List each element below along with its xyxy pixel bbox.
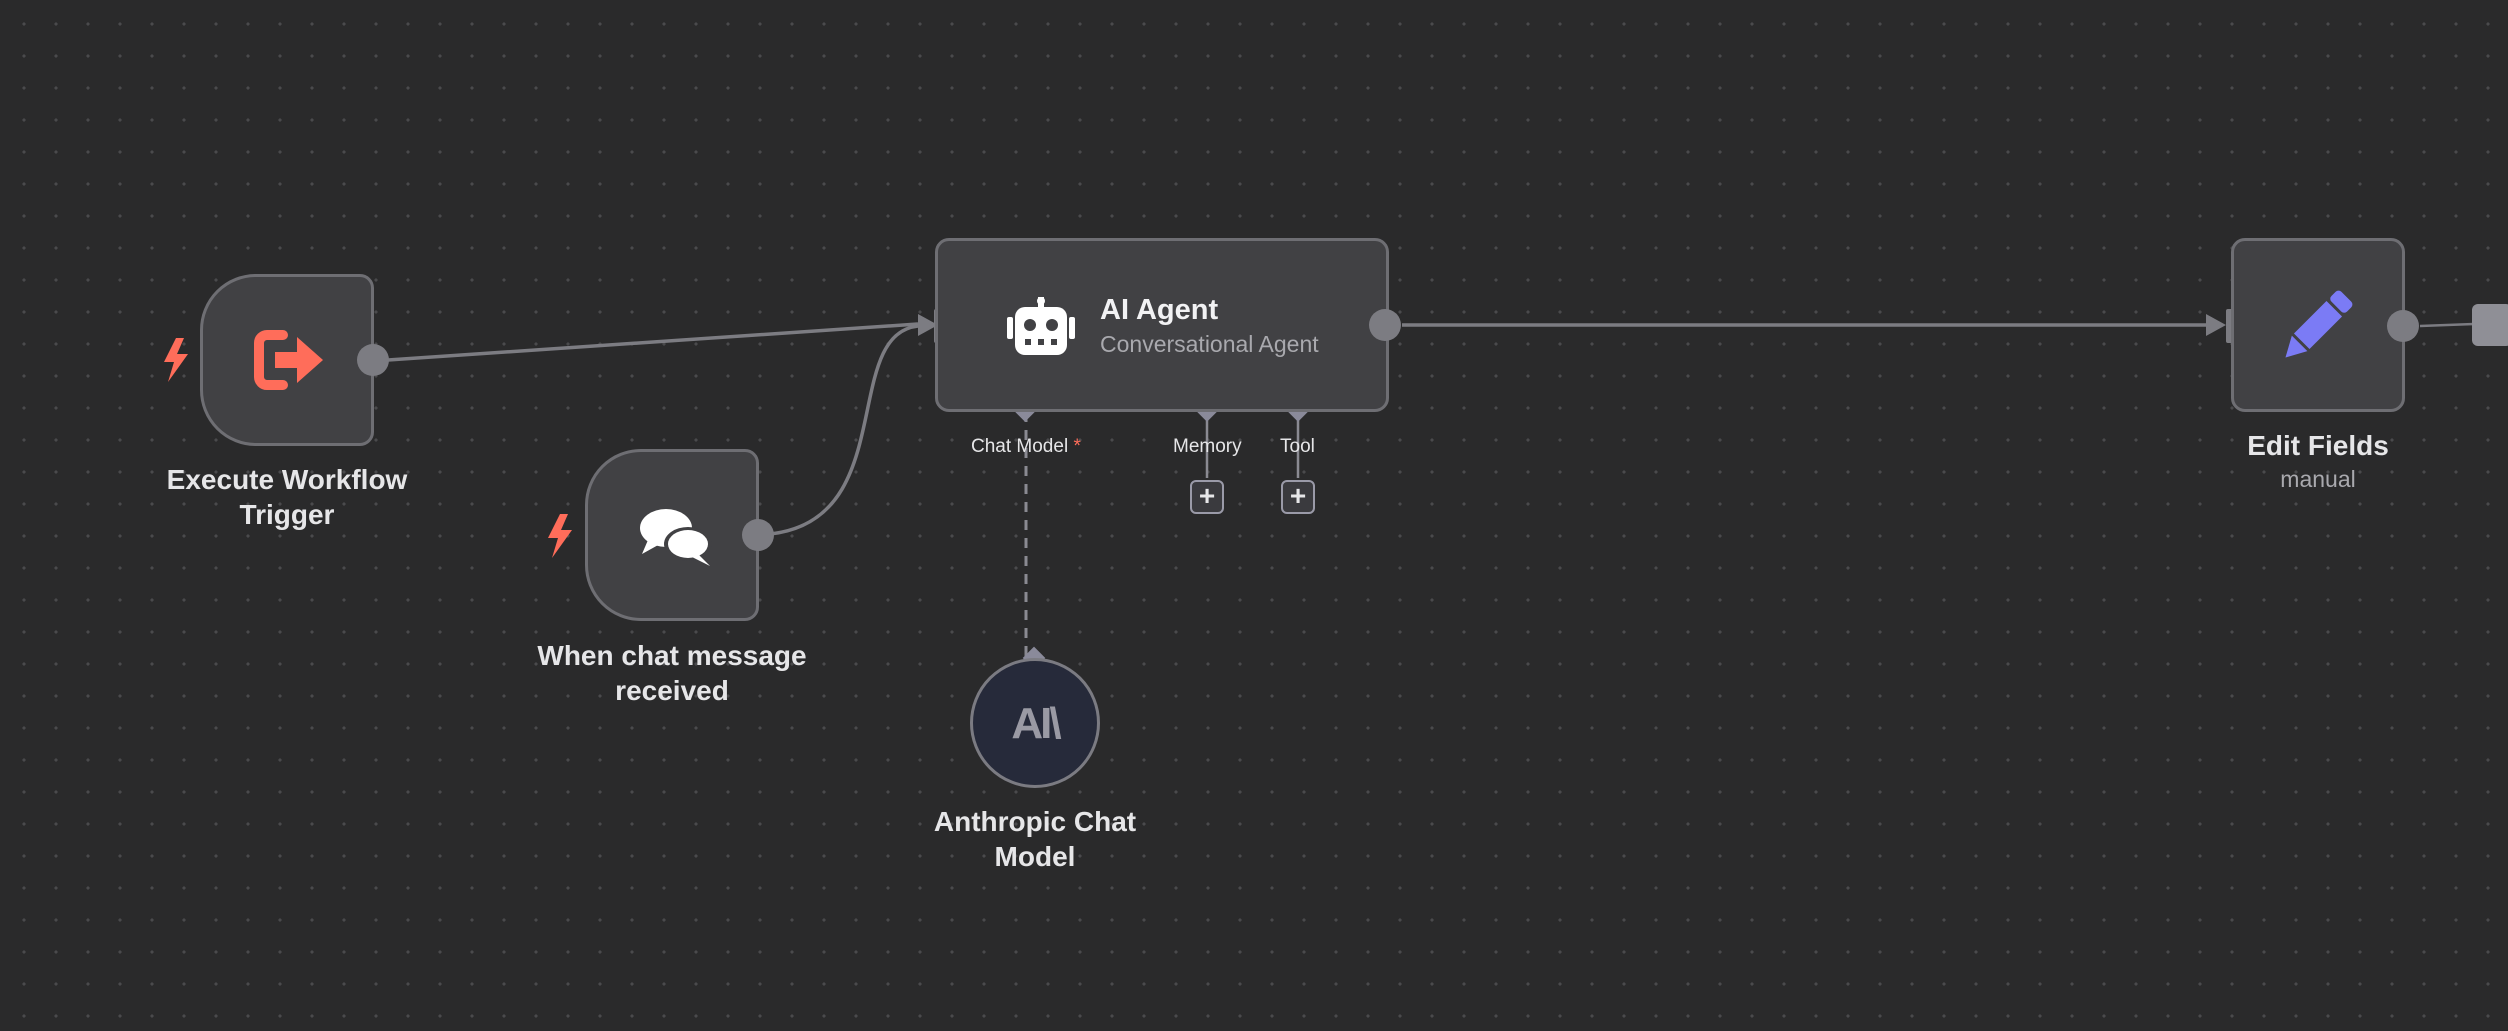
edit-fields-node[interactable]	[2231, 238, 2405, 412]
agent-input-arrow	[918, 314, 938, 336]
edit-fields-sublabel: manual	[2280, 466, 2356, 492]
execute-trigger-output-handle[interactable]	[357, 344, 389, 376]
anthropic-label: Anthropic Chat Model	[933, 806, 1137, 872]
connection-chat-to-agent[interactable]	[769, 324, 919, 536]
sign-out-icon	[253, 329, 327, 396]
edit-input-arrow	[2206, 314, 2226, 336]
chat-trigger-bolt-icon	[544, 514, 574, 563]
chat-model-port-label: Chat Model *	[971, 436, 1081, 458]
chat-model-label-text: Chat Model	[971, 436, 1069, 457]
chat-trigger-output-handle[interactable]	[742, 519, 774, 551]
tool-port-label: Tool	[1280, 436, 1315, 457]
ai-agent-output-handle[interactable]	[1369, 309, 1401, 341]
ai-agent-subtitle: Conversational Agent	[1100, 331, 1319, 357]
chat-message-trigger-node[interactable]	[585, 449, 759, 621]
next-node-stub[interactable]	[2472, 304, 2508, 346]
execute-workflow-trigger-node[interactable]	[200, 274, 374, 446]
execute-trigger-label: Execute Workflow Trigger	[166, 464, 408, 530]
required-mark: *	[1073, 436, 1081, 457]
add-tool-button[interactable]: +	[1281, 480, 1315, 514]
ai-agent-node[interactable]: AI Agent Conversational Agent	[935, 238, 1389, 412]
anthropic-logo-icon: AI\	[1011, 699, 1061, 748]
robot-icon	[1005, 297, 1077, 366]
edit-fields-label: Edit Fields	[2247, 430, 2389, 461]
ai-agent-title: AI Agent	[1100, 294, 1219, 326]
memory-port-label: Memory	[1173, 436, 1242, 457]
connection-execute-to-agent[interactable]	[387, 322, 919, 362]
edit-fields-output-handle[interactable]	[2387, 310, 2419, 342]
add-memory-button[interactable]: +	[1190, 480, 1224, 514]
comments-icon	[638, 506, 714, 573]
trigger-bolt-icon	[160, 338, 190, 387]
chat-trigger-label: When chat message received	[537, 640, 807, 706]
connection-edit-to-next[interactable]	[2419, 322, 2475, 328]
anthropic-chat-model-node[interactable]: AI\	[970, 658, 1100, 788]
pen-icon	[2280, 287, 2356, 368]
